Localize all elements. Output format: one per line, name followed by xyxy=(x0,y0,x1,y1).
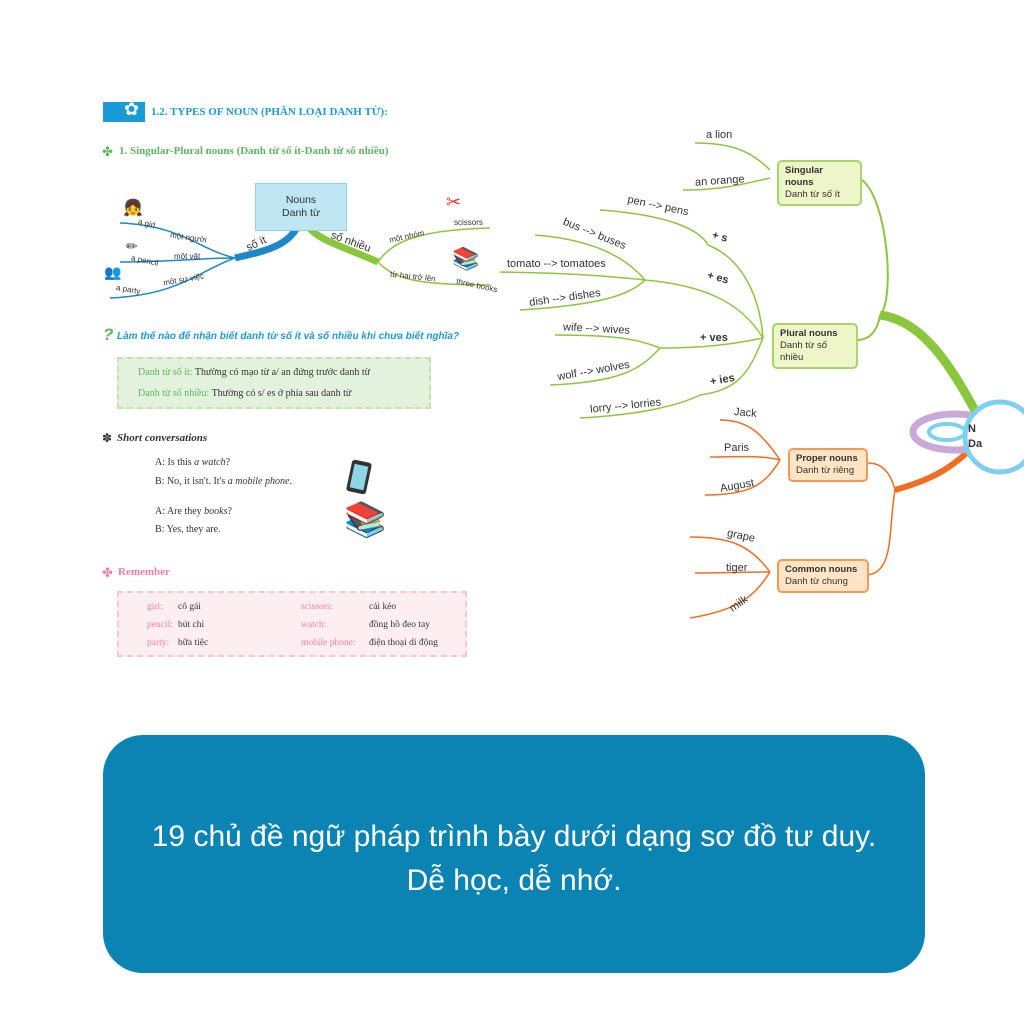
meaning: bữa tiệc xyxy=(178,638,209,648)
question-text: Làm thế nào để nhận biết danh từ số ít v… xyxy=(117,331,460,342)
text: ? xyxy=(227,506,232,517)
flower-icon: ✽ xyxy=(102,431,113,445)
emphasis: books xyxy=(204,506,228,517)
term: scissors: xyxy=(301,602,334,612)
remember-item: pencil: bút chì xyxy=(147,616,208,634)
center-subtitle: Danh từ xyxy=(282,207,320,219)
text: B: Yes, they are. xyxy=(155,524,221,535)
meaning: cái kéo xyxy=(369,602,397,612)
remember-item: scissors: cái kéo xyxy=(301,598,438,616)
node-subtitle: Danh từ số ít xyxy=(785,189,840,200)
rules-box: Danh từ số ít: Thường có mạo từ a/ an đứ… xyxy=(117,357,431,409)
scissors-icon: ✂ xyxy=(446,192,462,212)
meaning: cô gái xyxy=(178,602,201,612)
rule-key: Danh từ số nhiều: xyxy=(138,388,210,399)
conversation-line: B: No, it isn't. It's a mobile phone. xyxy=(155,476,292,487)
clover-icon: ✤ xyxy=(102,144,113,159)
node-title: Singular nouns xyxy=(785,165,824,188)
node-title: Plural nouns xyxy=(780,328,838,339)
node-subtitle: Danh từ chung xyxy=(785,576,848,587)
term: party: xyxy=(147,638,170,648)
caption-banner: 19 chủ đề ngữ pháp trình bày dưới dạng s… xyxy=(103,735,925,973)
remember-item: party: bữa tiệc xyxy=(147,634,208,652)
rule-text: Thường có s/ es ở phía sau danh từ xyxy=(211,388,352,399)
clover-icon: ✤ xyxy=(102,565,113,580)
subsection-title: 1. Singular-Plural nouns (Danh từ số ít-… xyxy=(119,145,389,157)
books-icon: 📚 xyxy=(452,246,480,271)
caption-line-1: 19 chủ đề ngữ pháp trình bày dưới dạng s… xyxy=(151,820,877,853)
meaning: bút chì xyxy=(178,620,205,630)
example-scissors: scissors xyxy=(454,218,483,227)
pencil-icon: ✏ xyxy=(126,238,138,254)
remember-col-2: scissors: cái kéo watch: đồng hồ đeo tay m… xyxy=(301,598,438,652)
rule-singular: Danh từ số ít: Thường có mạo từ a/ an đứ… xyxy=(138,362,429,383)
term: watch: xyxy=(301,620,327,630)
node-title: Proper nouns xyxy=(796,453,858,464)
leaf: Paris xyxy=(724,442,750,454)
text: ? xyxy=(225,457,231,468)
meaning: đồng hồ đeo tay xyxy=(369,620,430,630)
text: . xyxy=(289,476,292,487)
right-map-center: N Da xyxy=(968,422,1024,452)
meaning: điện thoại di động xyxy=(369,638,438,648)
rule-key: Danh từ số ít: xyxy=(138,367,193,378)
text: A: Are they xyxy=(155,506,205,517)
center-title: N xyxy=(968,423,976,435)
rule-label: + ves xyxy=(700,332,728,344)
leaf: tomato --> tomatoes xyxy=(507,258,606,270)
question-mark-icon: ? xyxy=(103,325,114,344)
left-map-center: Nouns Danh từ xyxy=(255,183,347,231)
emphasis: a mobile phone xyxy=(227,476,290,487)
section-icon-dots: ✿ xyxy=(124,99,140,119)
conversation-line: A: Is this a watch? xyxy=(155,457,230,468)
remember-box: girl: cô gái pencil: bút chì party: bữa tiệ… xyxy=(117,591,467,657)
text: B: No, it isn't. It's xyxy=(155,476,228,487)
rule-plural: Danh từ số nhiều: Thường có s/ es ở phía… xyxy=(138,383,429,404)
center-subtitle: Da xyxy=(968,438,983,450)
remember-item: mobile phone: điện thoại di động xyxy=(301,634,438,652)
node-subtitle: Danh từ số nhiều xyxy=(780,340,828,363)
text: A: Is this xyxy=(155,457,195,468)
leaf: Jack xyxy=(733,406,758,420)
remember-col-1: girl: cô gái pencil: bút chì party: bữa tiệ… xyxy=(147,598,208,652)
conversations-title: Short conversations xyxy=(117,432,208,444)
center-title: Nouns xyxy=(285,194,317,206)
rule-text: Thường có mạo từ a/ an đứng trước danh t… xyxy=(194,367,371,378)
node-title: Common nouns xyxy=(785,564,858,575)
section-icon xyxy=(103,102,145,122)
books-icon: 📚 xyxy=(344,501,387,539)
label-mot-vat: một vật xyxy=(174,252,201,261)
conversation-line: B: Yes, they are. xyxy=(155,524,221,535)
term: pencil: xyxy=(147,620,173,630)
section-title: 1.2. TYPES OF NOUN (PHÂN LOẠI DANH TỪ): xyxy=(151,106,388,118)
party-icon: 👥 xyxy=(104,264,122,280)
remember-title: Remember xyxy=(118,566,170,578)
conversation-line: A: Are they books? xyxy=(155,506,232,517)
leaf: a lion xyxy=(706,129,733,141)
emphasis: a watch xyxy=(194,457,226,468)
node-subtitle: Danh từ riêng xyxy=(796,465,855,476)
caption-line-2: Dễ học, dễ nhớ. xyxy=(406,864,622,897)
remember-item: watch: đồng hồ đeo tay xyxy=(301,616,438,634)
leaf: tiger xyxy=(726,562,748,574)
term: mobile phone: xyxy=(301,638,356,648)
remember-item: girl: cô gái xyxy=(147,598,208,616)
girl-icon: 👧 xyxy=(123,200,143,217)
term: girl: xyxy=(147,602,163,612)
